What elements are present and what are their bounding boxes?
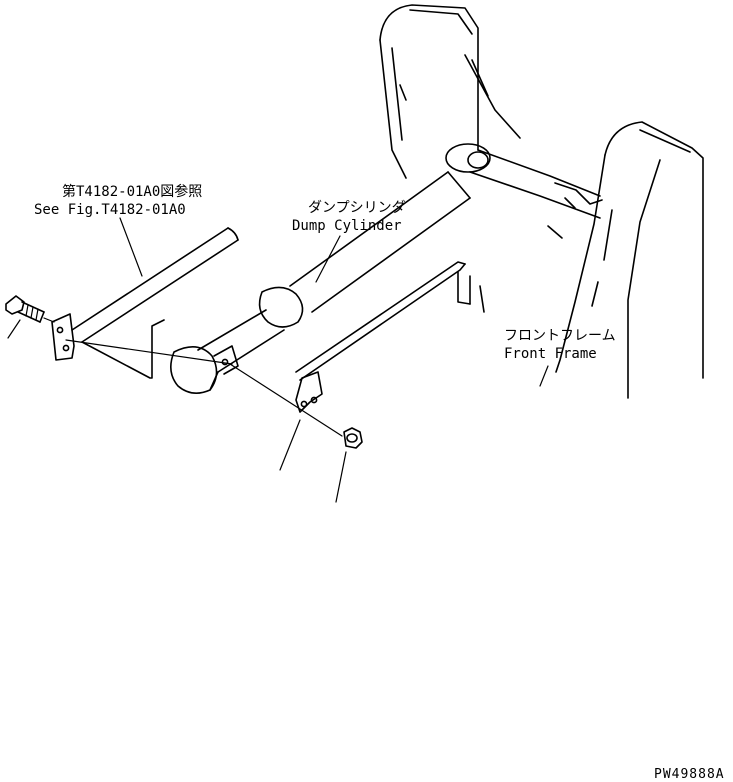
figure-code: PW49888A	[654, 767, 725, 782]
left-cover	[51, 227, 239, 379]
cylinder-label-jp: ダンプシリンダ	[308, 200, 406, 216]
dump-cylinder	[170, 143, 491, 394]
frame-label-jp: フロントフレーム	[504, 328, 616, 344]
reference-label-jp: 第T4182-01A0図参照	[62, 183, 202, 200]
reference-label-en: See Fig.T4182-01A0	[34, 202, 186, 218]
frame-label-en: Front Frame	[504, 346, 597, 362]
bolt	[5, 295, 45, 323]
assembly-lines	[43, 317, 343, 437]
cylinder-label-en: Dump Cylinder	[292, 218, 402, 234]
leader-lines	[7, 217, 549, 503]
nut	[343, 427, 363, 449]
front-frame	[379, 4, 704, 399]
right-cover	[295, 261, 466, 413]
